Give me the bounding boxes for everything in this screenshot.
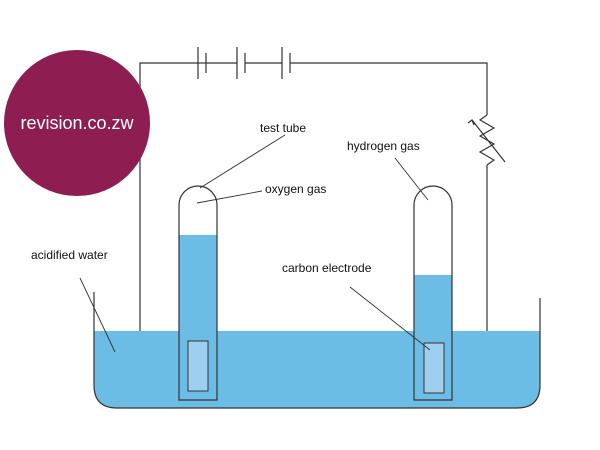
label-acidified-water: acidified water [31, 248, 108, 262]
logo-circle [4, 50, 150, 196]
beaker [93, 292, 541, 409]
label-hydrogen-gas: hydrogen gas [347, 139, 420, 153]
label-test-tube: test tube [260, 121, 306, 135]
logo-text: revision.co.zw [20, 113, 134, 133]
right-test-tube [413, 185, 453, 401]
leader-lines [79, 134, 431, 353]
battery [197, 47, 291, 79]
left-carbon-electrode [187, 340, 209, 392]
left-test-tube [178, 185, 218, 401]
site-logo: revision.co.zw [4, 50, 150, 196]
variable-resistor [467, 114, 506, 166]
acidified-water [94, 331, 540, 408]
label-oxygen-gas: oxygen gas [265, 182, 326, 196]
right-carbon-electrode [423, 342, 445, 394]
label-carbon-electrode: carbon electrode [282, 261, 372, 275]
circuit-wire [139, 62, 488, 405]
